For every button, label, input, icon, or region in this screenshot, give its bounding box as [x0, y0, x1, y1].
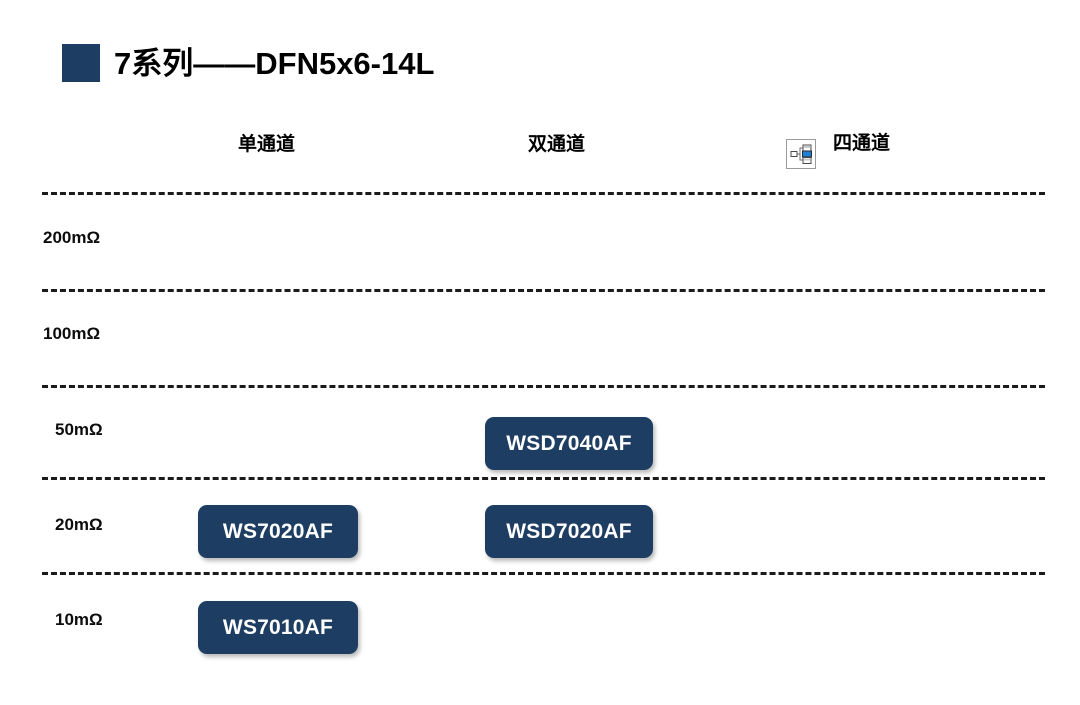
- page-title-text: 7系列——DFN5x6-14L: [114, 45, 435, 81]
- column-header-single-channel: 单通道: [238, 134, 296, 155]
- row-label-200mohm: 200mΩ: [43, 228, 101, 247]
- row-divider-20-10: [42, 572, 1045, 575]
- row-divider-200-100: [42, 289, 1045, 292]
- page-title: 7系列——DFN5x6-14L: [62, 44, 434, 82]
- column-header-dual-channel: 双通道: [528, 134, 586, 155]
- row-divider-100-50: [42, 385, 1045, 388]
- part-pill-ws7010af[interactable]: WS7010AF: [198, 601, 358, 654]
- hierarchy-placeholder-icon: [786, 139, 816, 169]
- column-header-quad-channel: 四通道: [833, 133, 891, 154]
- part-pill-wsd7020af[interactable]: WSD7020AF: [485, 505, 653, 558]
- title-bullet-square: [62, 44, 100, 82]
- part-pill-ws7020af[interactable]: WS7020AF: [198, 505, 358, 558]
- row-label-100mohm: 100mΩ: [43, 324, 101, 343]
- row-divider-top: [42, 192, 1045, 195]
- part-pill-wsd7040af[interactable]: WSD7040AF: [485, 417, 653, 470]
- row-divider-50-20: [42, 477, 1045, 480]
- row-label-50mohm: 50mΩ: [55, 420, 103, 439]
- row-label-10mohm: 10mΩ: [55, 610, 103, 629]
- row-label-20mohm: 20mΩ: [55, 515, 103, 534]
